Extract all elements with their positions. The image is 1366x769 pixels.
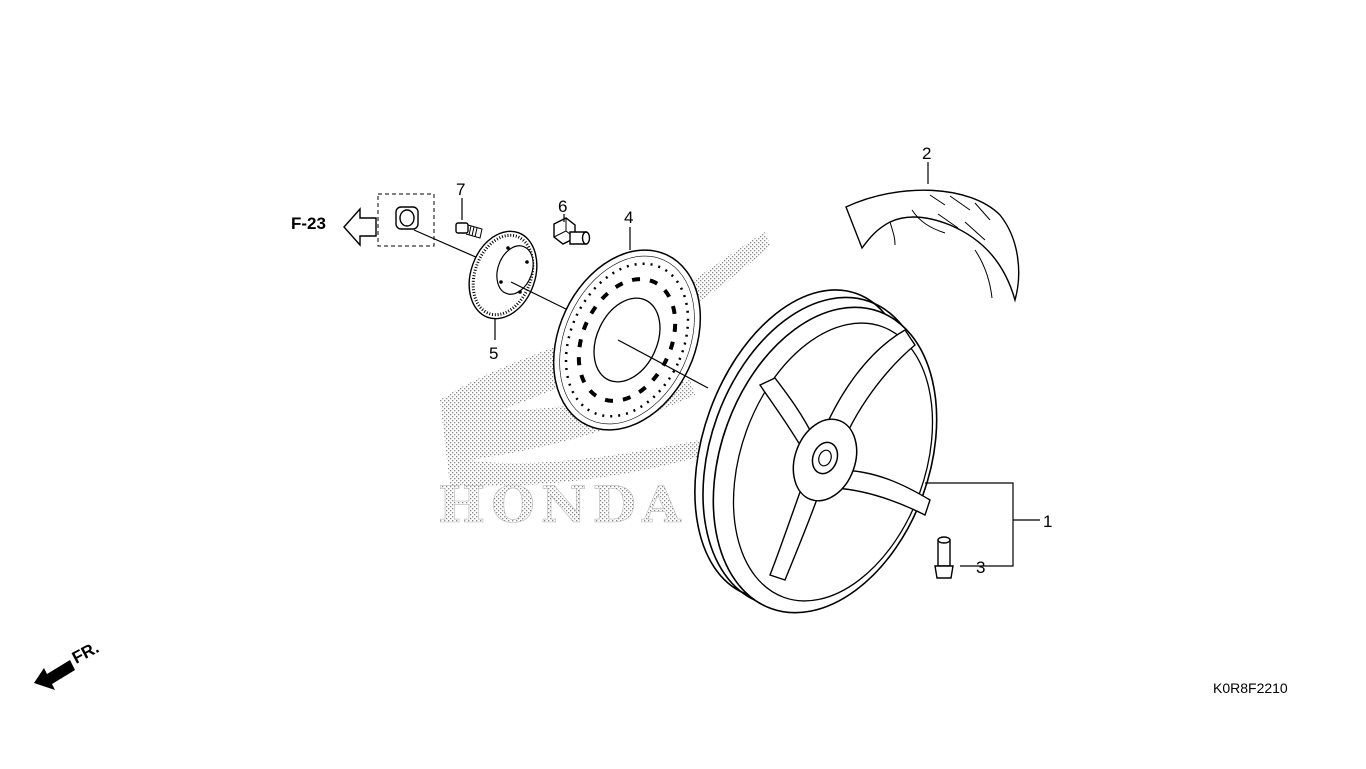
callout-2: 2 <box>922 144 931 163</box>
collar-part <box>395 206 419 230</box>
front-arrow-label: FR. <box>69 638 102 668</box>
valve-part <box>934 536 954 579</box>
callout-4: 4 <box>624 208 633 227</box>
reference-arrow-icon <box>343 207 377 247</box>
callout-1: 1 <box>1043 512 1052 531</box>
brake-disk-part <box>552 249 702 431</box>
ref-arrow-f23: F-23 <box>291 207 377 247</box>
disk-bolt-part <box>553 217 591 245</box>
front-direction-arrow-icon <box>34 660 75 690</box>
ref-arrow-label: F-23 <box>291 214 326 233</box>
tire-part <box>845 189 1020 303</box>
callout-5: 5 <box>489 344 498 363</box>
callout-6: 6 <box>558 197 567 216</box>
honda-watermark-text: HONDA <box>438 475 687 534</box>
callout-7: 7 <box>456 180 465 199</box>
wheel-part <box>694 289 938 614</box>
drawing-code: K0R8F2210 <box>1213 680 1288 696</box>
pulser-ring-part <box>468 230 538 320</box>
callout-3: 3 <box>976 558 985 577</box>
front-direction-arrow: FR. <box>34 638 102 690</box>
screw-part <box>455 222 483 239</box>
collar-dashed-box <box>377 193 435 247</box>
